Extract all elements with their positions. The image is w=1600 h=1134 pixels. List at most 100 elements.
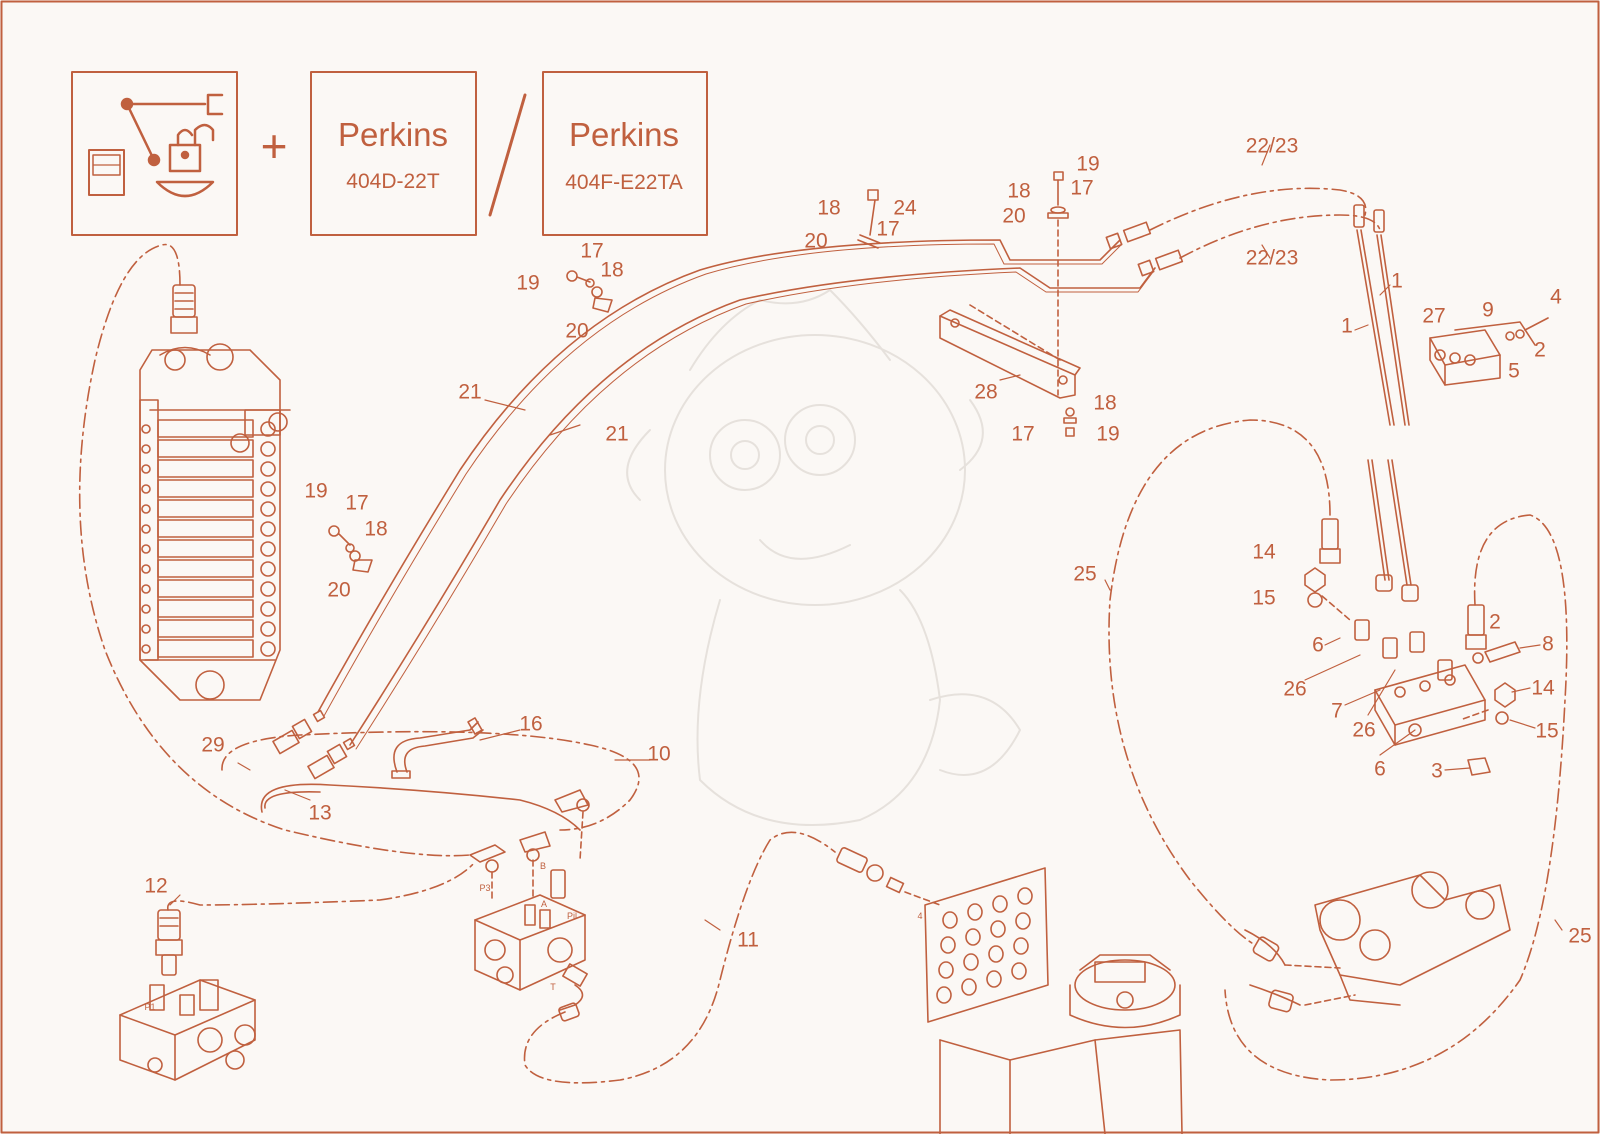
pipes-1 — [1353, 204, 1419, 602]
pipe-21-right-fittings — [1105, 221, 1184, 277]
callout-17: 17 — [580, 239, 604, 263]
valve-section-port — [260, 641, 276, 657]
callout-18: 18 — [1007, 179, 1031, 203]
engine-brand-b: Perkins — [568, 116, 680, 153]
hose-12-fitting — [155, 909, 183, 976]
pipe-clamp-mid — [566, 270, 613, 313]
valve-section-bolt — [141, 564, 151, 574]
pipe-21-lower — [349, 267, 1156, 746]
callout-2: 2 — [1534, 338, 1546, 362]
callout-19: 19 — [304, 479, 328, 503]
valve-section-port — [260, 481, 276, 497]
hose-22-23-upper — [1149, 187, 1367, 231]
distribution-block — [1304, 518, 1521, 776]
hose-25-right — [1224, 514, 1568, 1081]
valve-section-port — [260, 441, 276, 457]
valve-section — [157, 459, 254, 478]
callout-18: 18 — [364, 517, 388, 541]
port-label-pil: Pil — [566, 911, 578, 921]
callout-17: 17 — [876, 217, 900, 241]
callout-26: 26 — [1352, 718, 1376, 742]
valve-section-port — [260, 601, 276, 617]
grommet-hole — [986, 970, 1002, 988]
callout-1: 1 — [1341, 314, 1353, 338]
engine-box-b — [542, 71, 708, 236]
valve-section-port — [260, 421, 276, 437]
hose-22-23-lower — [1179, 214, 1381, 259]
callout-3: 3 — [1431, 759, 1443, 783]
callout-25: 25 — [1568, 924, 1592, 948]
valve-section-port — [260, 561, 276, 577]
hose-12 — [167, 861, 476, 911]
callout-21: 21 — [458, 380, 482, 404]
quick-coupler — [1244, 871, 1511, 1013]
valve-section-port — [260, 581, 276, 597]
callout-21: 21 — [605, 422, 629, 446]
callout-17: 17 — [345, 491, 369, 515]
port-label-a: A — [540, 899, 548, 909]
grommet-hole — [1011, 962, 1027, 980]
valve-section — [157, 419, 254, 438]
callout-19: 19 — [1096, 422, 1120, 446]
callout-19: 19 — [516, 271, 540, 295]
pipe-21-lower-wall — [355, 271, 1154, 750]
valve-section-bolt — [141, 644, 151, 654]
bracket-28 — [939, 304, 1081, 437]
callout-15: 15 — [1252, 586, 1276, 610]
pipe-clamp-left — [328, 525, 373, 573]
callout-22-23: 22/23 — [1245, 246, 1299, 270]
valve-section — [157, 619, 254, 638]
callout-18: 18 — [1093, 391, 1117, 415]
clamp-block-27 — [1429, 317, 1549, 386]
callout-1: 1 — [1391, 269, 1403, 293]
grommet-hole — [990, 920, 1006, 938]
grommet-hole — [1015, 912, 1031, 930]
pipe-21-upper-wall — [323, 243, 1123, 717]
valve-section-bolt — [141, 624, 151, 634]
engine-brand-a: Perkins — [337, 116, 449, 153]
valve-section-bolt — [141, 484, 151, 494]
lock-lever-icon — [88, 93, 224, 198]
engine-model-b: 404F-E22TA — [565, 171, 683, 194]
callout-27: 27 — [1422, 304, 1446, 328]
valve-section — [157, 639, 254, 658]
callout-20: 20 — [565, 319, 589, 343]
valve-top-fitting — [170, 284, 198, 334]
grommet-hole — [992, 895, 1008, 913]
valve-section — [157, 519, 254, 538]
callout-18: 18 — [817, 196, 841, 220]
watermark-dragon — [626, 289, 1021, 826]
or-slash — [488, 93, 527, 217]
valve-section-port — [260, 501, 276, 517]
port-label-t: T — [550, 982, 556, 992]
callout-14: 14 — [1531, 676, 1555, 700]
valve-section-bolt — [141, 464, 151, 474]
callout-11: 11 — [737, 928, 759, 952]
callout-14: 14 — [1252, 540, 1276, 564]
grommet-hole — [988, 945, 1004, 963]
valve-section-port — [260, 541, 276, 557]
pipe-clamp-top — [857, 171, 1069, 396]
callout-7: 7 — [1331, 699, 1343, 723]
hose-25-left — [1108, 419, 1331, 946]
hose-11-fitting — [836, 847, 941, 906]
callout-15: 15 — [1535, 719, 1559, 743]
valve-section — [157, 539, 254, 558]
callout-2: 2 — [1489, 610, 1501, 634]
callout-20: 20 — [1002, 204, 1026, 228]
callout-20: 20 — [804, 229, 828, 253]
valve-section-bolt — [141, 444, 151, 454]
valve-section-bolt — [141, 584, 151, 594]
valve-section-bolt — [141, 524, 151, 534]
valve-section — [157, 499, 254, 518]
callout-26: 26 — [1283, 677, 1307, 701]
plus-sign: + — [260, 120, 288, 172]
callout-6: 6 — [1312, 633, 1324, 657]
engine-box-a — [310, 71, 477, 236]
callout-24: 24 — [893, 196, 917, 220]
callout-9: 9 — [1482, 298, 1494, 322]
grommet-hole — [936, 986, 952, 1004]
valve-section — [157, 579, 254, 598]
hose-10 — [221, 730, 640, 831]
